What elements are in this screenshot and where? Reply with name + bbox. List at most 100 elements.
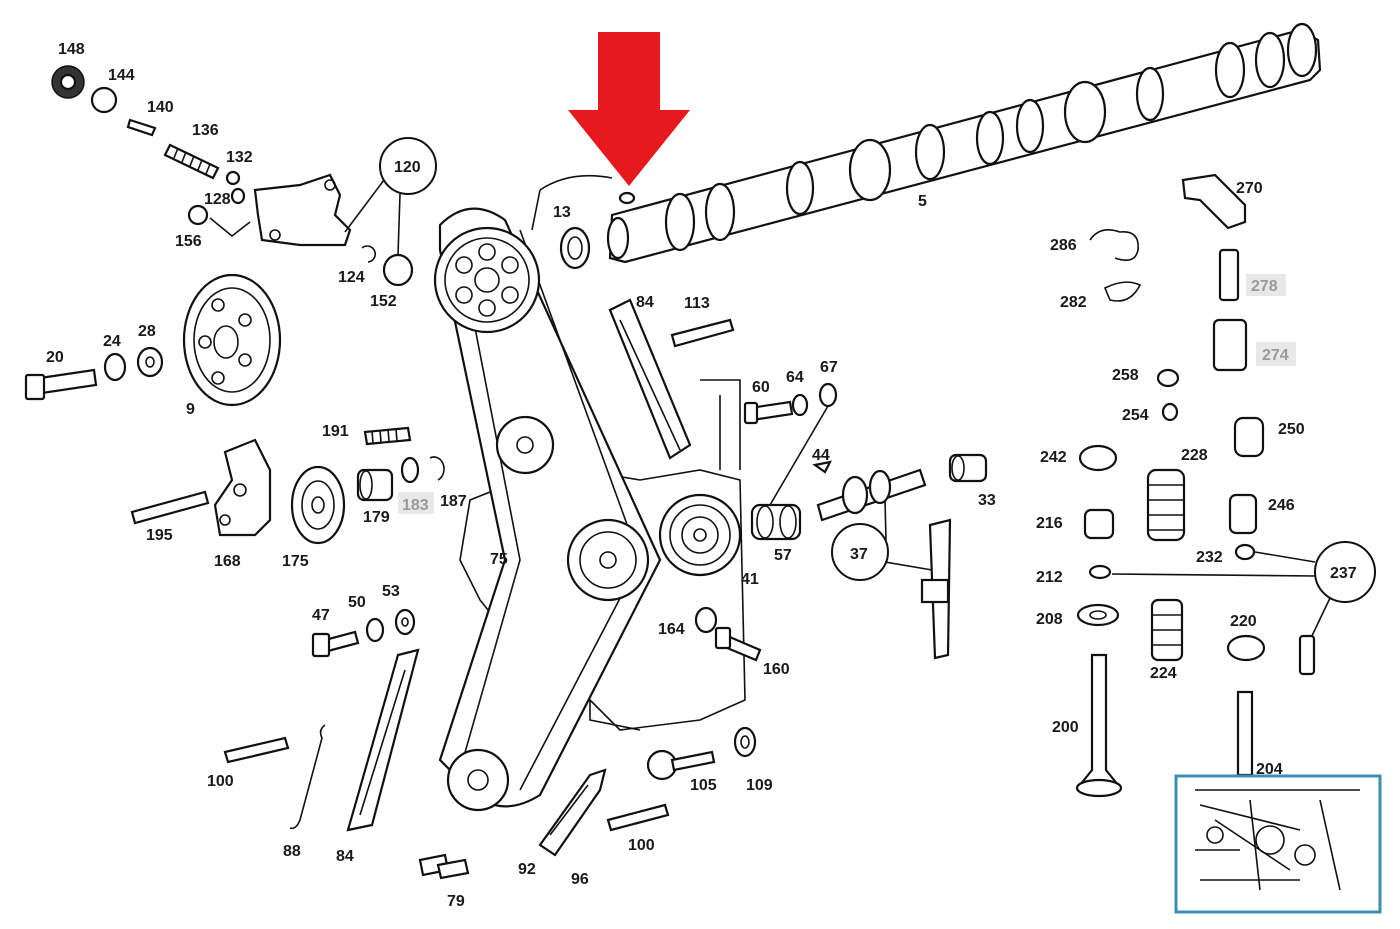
label-187: 187 (440, 493, 467, 510)
clip-187 (429, 456, 445, 481)
pin-100-lower (606, 803, 670, 832)
label-57: 57 (774, 547, 792, 564)
label-160: 160 (763, 661, 790, 678)
bolt-47 (311, 630, 360, 658)
label-37: 37 (850, 546, 868, 563)
label-179: 179 (363, 509, 390, 526)
label-5: 5 (918, 193, 927, 210)
label-41: 41 (741, 571, 759, 588)
seal-152 (382, 253, 414, 287)
label-79: 79 (447, 893, 465, 910)
label-191: 191 (322, 423, 349, 440)
bushing-57 (750, 503, 802, 541)
bracket-168 (213, 438, 272, 537)
label-270: 270 (1236, 180, 1263, 197)
label-128: 128 (204, 191, 231, 208)
pin-237 (1298, 634, 1316, 676)
callout-237 (1111, 541, 1376, 641)
label-246: 246 (1268, 497, 1295, 514)
valve-204 (1236, 690, 1254, 777)
label-258: 258 (1112, 367, 1139, 384)
label-33: 33 (978, 492, 996, 509)
drive-shaft-37 (816, 468, 952, 660)
label-20: 20 (46, 349, 64, 366)
retainer-220 (1226, 634, 1266, 662)
sleeve-179 (356, 468, 394, 502)
label-64: 64 (786, 369, 804, 386)
key-44 (812, 460, 832, 474)
spring-228 (1146, 468, 1186, 542)
rocker-arm-270 (1181, 173, 1247, 230)
label-250: 250 (1278, 421, 1305, 438)
pins-79 (418, 853, 470, 880)
label-47: 47 (312, 607, 330, 624)
label-156: 156 (175, 233, 202, 250)
pin-195 (130, 490, 210, 525)
seal-216 (1083, 508, 1115, 540)
guide-rail-84-lower (346, 648, 420, 832)
label-105: 105 (690, 777, 717, 794)
adjuster-278 (1218, 248, 1286, 302)
label-24: 24 (103, 333, 121, 350)
label-44: 44 (812, 447, 830, 464)
guide-rail-84-upper (608, 298, 692, 460)
pulley-41 (658, 493, 742, 577)
label-144: 144 (108, 67, 135, 84)
pin-113 (670, 318, 735, 348)
washer-28 (136, 346, 164, 378)
washer-164 (694, 606, 718, 634)
label-200: 200 (1052, 719, 1079, 736)
bolt-20 (24, 368, 98, 401)
label-60: 60 (752, 379, 770, 396)
label-67: 67 (820, 359, 838, 376)
washer-144 (90, 86, 118, 114)
label-92: 92 (518, 861, 536, 878)
label-254: 254 (1122, 407, 1149, 424)
washer-208 (1076, 603, 1120, 627)
retainer-282 (1103, 281, 1142, 302)
washer-64 (791, 393, 809, 417)
washer-212 (1088, 564, 1112, 580)
valve-200 (1075, 653, 1123, 798)
washer-24 (103, 352, 127, 382)
label-84-upper: 84 (636, 294, 654, 311)
lifter-250 (1233, 416, 1265, 458)
label-274: 274 (1262, 347, 1289, 364)
label-88: 88 (283, 843, 301, 860)
ball-132 (225, 170, 241, 186)
adjuster-274 (1212, 318, 1296, 372)
callout-37 (831, 499, 933, 581)
cup-232 (1234, 543, 1256, 561)
label-228: 228 (1181, 447, 1208, 464)
inset-thumbnail (1174, 774, 1382, 914)
label-124: 124 (338, 269, 365, 286)
seal-124 (361, 245, 377, 263)
spring-clip-88 (289, 724, 326, 830)
bolt-160 (714, 626, 762, 662)
label-286: 286 (1050, 237, 1077, 254)
label-242: 242 (1040, 449, 1067, 466)
cap-246 (1228, 493, 1258, 535)
label-175: 175 (282, 553, 309, 570)
spring-224 (1150, 598, 1184, 662)
cap-242 (1078, 444, 1118, 472)
washer-67 (769, 382, 838, 506)
label-164: 164 (658, 621, 685, 638)
cam-sprocket (433, 226, 541, 334)
cup-254 (1161, 402, 1179, 422)
label-113: 113 (684, 295, 710, 312)
nut-156 (187, 204, 251, 238)
bushing-33 (948, 453, 988, 483)
label-212: 212 (1036, 569, 1063, 586)
seal-13 (559, 226, 591, 270)
intermediate-sprocket (566, 518, 650, 602)
label-28: 28 (138, 323, 156, 340)
gear-105 (646, 749, 716, 781)
label-120: 120 (394, 159, 421, 176)
label-220: 220 (1230, 613, 1257, 630)
label-53: 53 (382, 583, 400, 600)
label-100-left: 100 (207, 773, 234, 790)
label-278: 278 (1251, 278, 1278, 295)
callout-120 (344, 137, 437, 256)
